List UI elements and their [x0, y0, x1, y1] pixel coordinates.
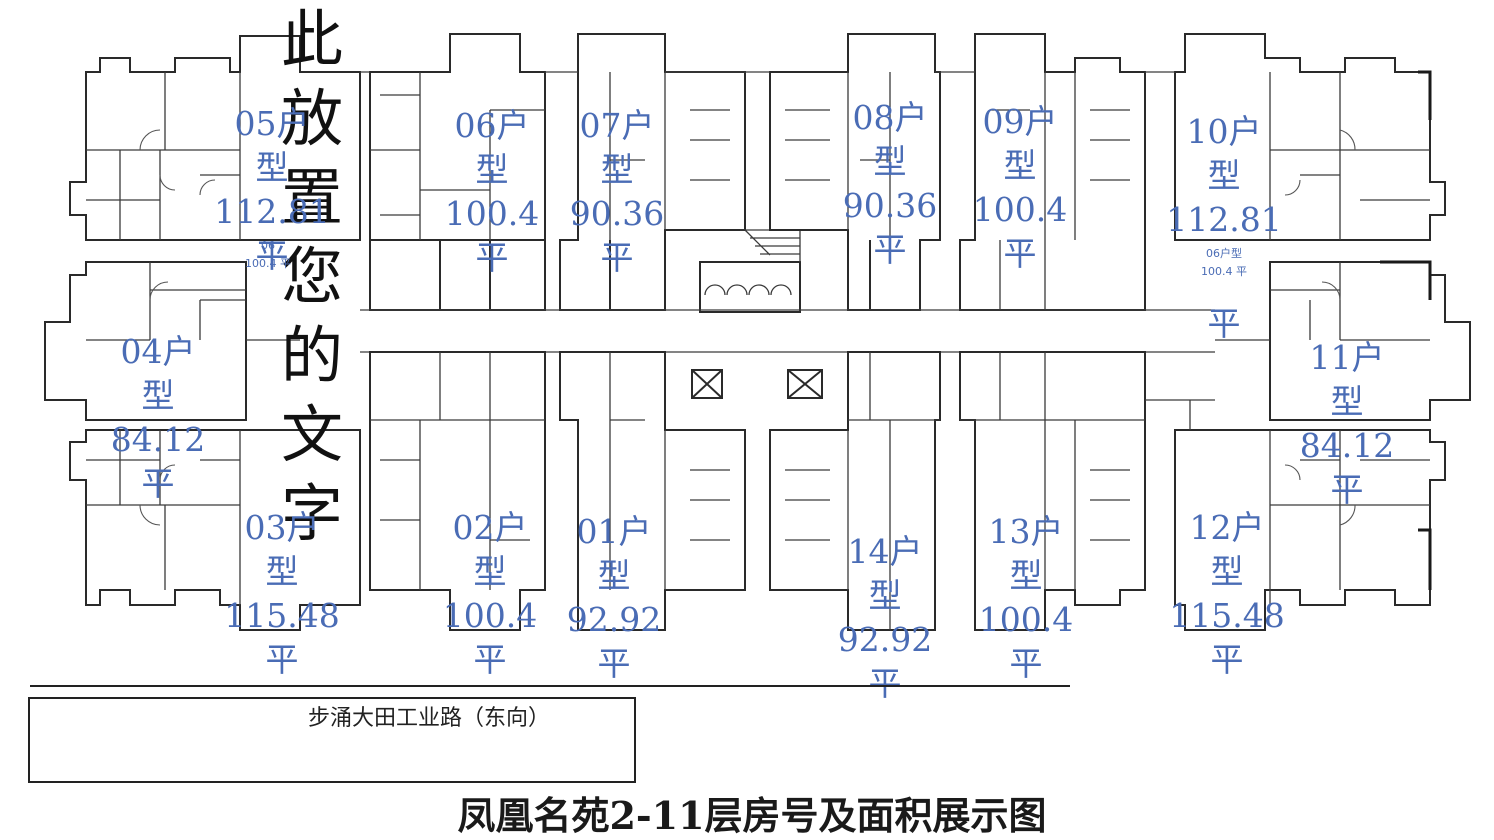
placeholder-char: 的 — [280, 319, 343, 392]
upper-wing-walls — [69, 33, 1446, 313]
lower-wing-walls — [69, 351, 1446, 631]
placeholder-char: 放 — [280, 82, 343, 155]
road-line — [30, 685, 1070, 687]
placeholder-char: 置 — [280, 161, 343, 234]
placeholder-char: 字 — [280, 477, 343, 550]
placeholder-text-column: 此 放 置 您 的 文 字 — [266, 0, 358, 553]
unit-label-10-area-unit: 平 — [1207, 304, 1241, 343]
placeholder-char: 文 — [280, 398, 343, 471]
road-label: 步涌大田工业路（东向） — [308, 706, 551, 731]
middle-wing-walls — [44, 260, 1471, 421]
placeholder-char: 您 — [280, 240, 343, 313]
page-title: 凤凰名苑2-11层房号及面积展示图 — [457, 793, 1047, 838]
placeholder-char: 此 — [280, 3, 343, 76]
road-box — [28, 697, 636, 783]
